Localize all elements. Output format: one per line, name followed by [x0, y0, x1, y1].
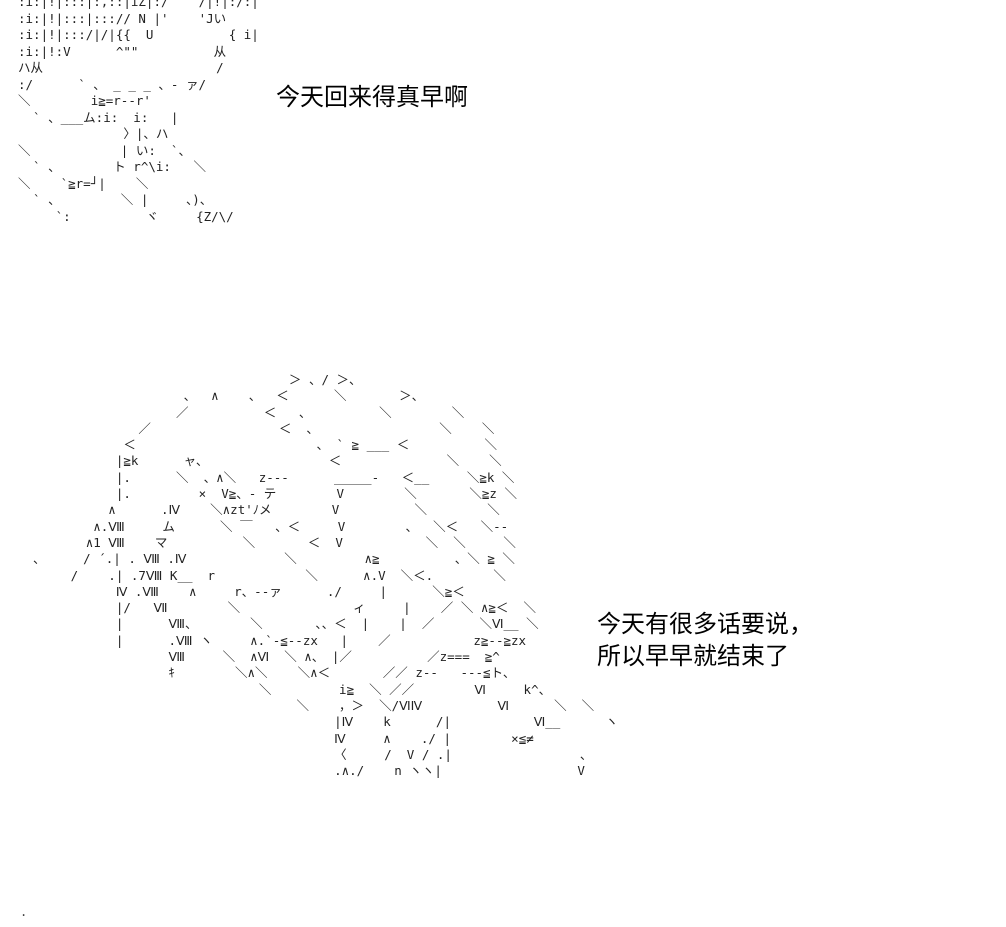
ascii-art-character-top: :i:|!|:::|:,::|iZ|:/ /|!|:/:| :i:|!|:::|… [18, 0, 258, 224]
ascii-art-character-bottom: ＞ 、/ ＞、 、 ∧ 、 ＜ ＼ ＞、 ／ ＜ 、 ＼ ＼ ／ ＜ 、 ＼ ＼… [33, 372, 618, 779]
speech-text-top: 今天回来得真早啊 [276, 83, 468, 111]
speech-text-bottom: 今天有很多话要说， 所以早早就结束了 [597, 608, 813, 672]
speech-line-2: 所以早早就结束了 [597, 642, 789, 670]
speech-line-1: 今天有很多话要说， [597, 610, 813, 638]
stray-dot-mark: . [20, 905, 28, 919]
